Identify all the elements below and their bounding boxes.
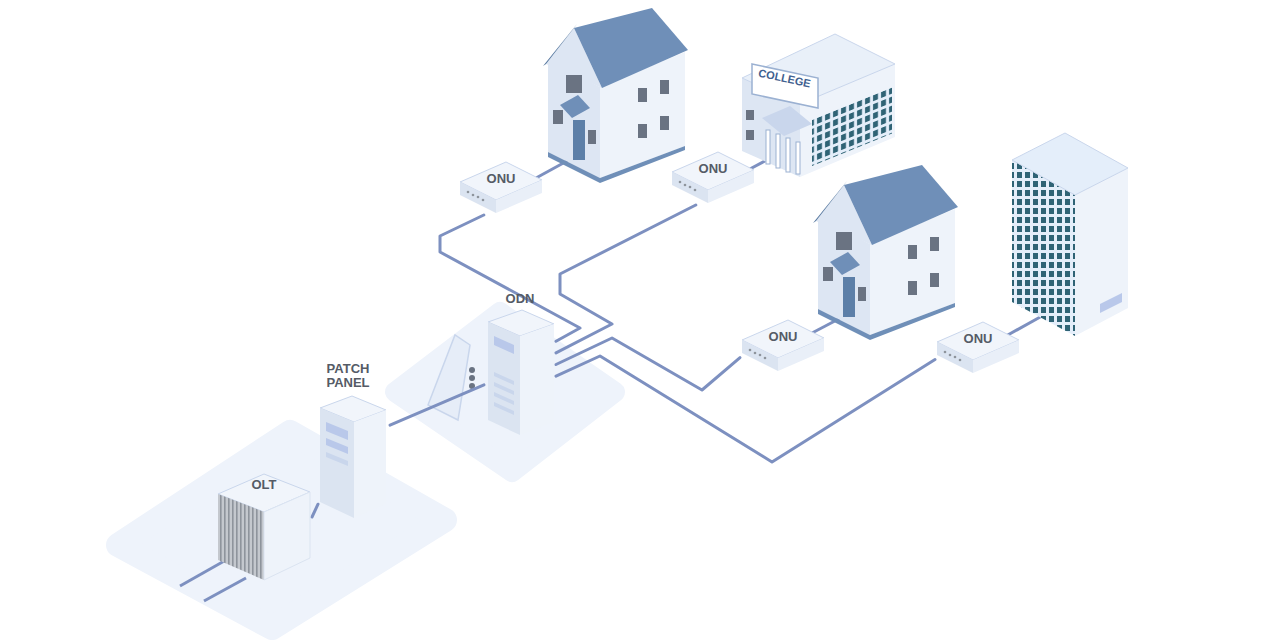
onu-node: ONU — [935, 320, 1021, 375]
node-label: ONU — [935, 332, 1021, 346]
onu-node: ONU — [670, 150, 756, 205]
odn-shape — [484, 292, 556, 437]
patch-node: PATCH PANEL — [318, 362, 390, 520]
onu-shape — [935, 320, 1021, 375]
onu-shape — [670, 150, 756, 205]
node-label: ODN — [484, 292, 556, 306]
onu-shape — [458, 160, 544, 215]
fiber-cable — [312, 504, 318, 517]
node-label: OLT — [216, 478, 312, 492]
node-label: ONU — [740, 330, 826, 344]
odn-node: ODN — [484, 292, 556, 437]
fiber-cable — [556, 205, 696, 353]
onu-node: ONU — [740, 318, 826, 373]
fiber-cable — [390, 385, 484, 425]
node-label: ONU — [670, 162, 756, 176]
node-label: PATCH PANEL — [318, 362, 378, 390]
olt-node: OLT — [216, 470, 312, 582]
onu-node: ONU — [458, 160, 544, 215]
node-label: ONU — [458, 172, 544, 186]
fiber-cable — [556, 356, 935, 462]
onu-shape — [740, 318, 826, 373]
